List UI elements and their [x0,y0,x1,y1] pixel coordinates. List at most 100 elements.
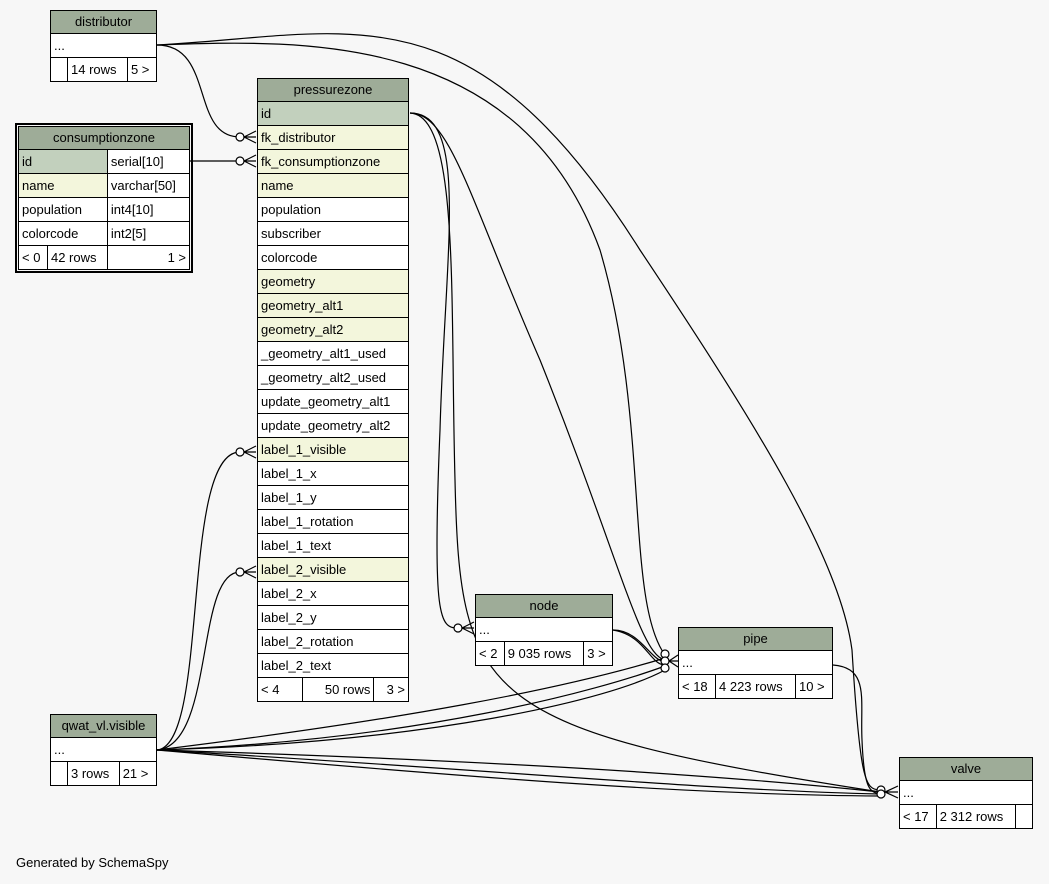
table-pipe[interactable]: pipe ... < 18 4 223 rows 10 > [678,627,834,699]
edge-distributor-valve [156,33,881,791]
table-ellipsis: ... [475,617,613,642]
edge-node-pipe-2 [612,629,666,666]
crowfoot-marker [243,565,257,579]
column-name: label_1_rotation [257,509,409,534]
parents-count[interactable]: < 2 [475,641,505,666]
table-pressurezone[interactable]: pressurezone id fk_distributor fk_consum… [257,78,409,702]
optional-marker [453,623,463,633]
children-count[interactable]: 3 > [583,641,613,666]
edge-distributor-pressurezone [156,44,241,138]
column-type: int4[10] [106,197,191,222]
column-type: int2[5] [106,221,191,246]
table-title: pressurezone [257,78,409,102]
parents-cell [50,761,68,786]
table-ellipsis: ... [50,737,157,762]
row-count: 9 035 rows [503,641,585,666]
column-type: varchar[50] [106,173,191,198]
table-valve[interactable]: valve ... < 17 2 312 rows [899,757,1033,829]
column-name: geometry_alt2 [257,317,409,342]
column-name: label_2_visible [257,557,409,582]
parents-count[interactable]: < 0 [18,245,48,270]
table-ellipsis: ... [678,650,833,675]
parents-count[interactable]: < 18 [678,674,716,699]
column-name: geometry [257,269,409,294]
row-count: 3 rows [67,761,120,786]
generator-credit: Generated by SchemaSpy [16,855,169,870]
crowfoot-marker [243,445,257,459]
column-name: label_1_visible [257,437,409,462]
table-consumptionzone[interactable]: consumptionzone id serial[10] name varch… [15,123,193,273]
column-name: fk_consumptionzone [257,149,409,174]
children-count[interactable]: 21 > [118,761,158,786]
children-count[interactable]: 1 > [106,245,191,270]
edge-visible-pipe-1 [156,657,666,751]
column-name: population [257,197,409,222]
column-name: label_1_x [257,461,409,486]
column-name: colorcode [257,245,409,270]
crowfoot-marker [243,154,257,168]
edge-visible-valve-2 [156,749,881,797]
column-name: population [18,197,108,222]
row-count: 42 rows [46,245,108,270]
children-count[interactable]: 5 > [126,57,158,82]
table-distributor[interactable]: distributor ... 14 rows 5 > [50,10,158,82]
edge-node-pipe-1 [612,629,666,663]
column-name: colorcode [18,221,108,246]
table-node[interactable]: node ... < 2 9 035 rows 3 > [475,594,613,666]
row-count: 50 rows [301,677,375,702]
children-count[interactable]: 3 > [373,677,409,702]
edge-visible-label2 [156,571,241,751]
edge-pressurezone-pipe [409,112,666,661]
optional-marker [235,447,245,457]
column-name: label_1_text [257,533,409,558]
column-name: geometry_alt1 [257,293,409,318]
column-name: name [257,173,409,198]
edge-pressurezone-valve [409,112,881,793]
table-ellipsis: ... [50,33,157,58]
column-name: label_1_y [257,485,409,510]
column-name: name [18,173,108,198]
crowfoot-marker [461,621,475,635]
optional-marker [235,567,245,577]
children-count[interactable]: 10 > [794,674,834,699]
optional-marker [660,663,670,673]
column-name: label_2_y [257,605,409,630]
column-name: id [257,101,409,126]
crowfoot-marker [884,785,899,799]
table-title: qwat_vl.visible [50,714,157,738]
column-name: _geometry_alt1_used [257,341,409,366]
edge-distributor-pipe [156,42,666,656]
column-name: label_2_rotation [257,629,409,654]
optional-marker [235,132,245,142]
table-title: pipe [678,627,833,651]
row-count: 2 312 rows [935,804,1017,829]
table-title: distributor [50,10,157,34]
edge-visible-label1 [156,451,241,751]
column-name: label_2_x [257,581,409,606]
column-name: fk_distributor [257,125,409,150]
column-name: _geometry_alt2_used [257,365,409,390]
parents-count[interactable]: < 4 [257,677,303,702]
column-name: label_2_text [257,653,409,678]
crowfoot-marker [243,130,257,144]
table-ellipsis: ... [899,780,1033,805]
optional-marker [235,156,245,166]
table-title: node [475,594,613,618]
column-type: serial[10] [106,149,191,174]
optional-marker [876,789,886,799]
edge-pressurezone-node [409,112,459,629]
parents-count[interactable]: < 17 [899,804,937,829]
row-count: 14 rows [67,57,128,82]
column-name: subscriber [257,221,409,246]
parents-cell [50,57,68,82]
children-cell [1015,804,1033,829]
row-count: 4 223 rows [715,674,796,699]
column-name: update_geometry_alt1 [257,389,409,414]
table-qwat-vl-visible[interactable]: qwat_vl.visible ... 3 rows 21 > [50,714,158,786]
edge-visible-pipe-3 [156,669,666,751]
column-name: id [18,149,108,174]
crowfoot-marker [668,654,679,668]
edge-visible-valve-3 [156,749,881,793]
table-title: valve [899,757,1033,781]
